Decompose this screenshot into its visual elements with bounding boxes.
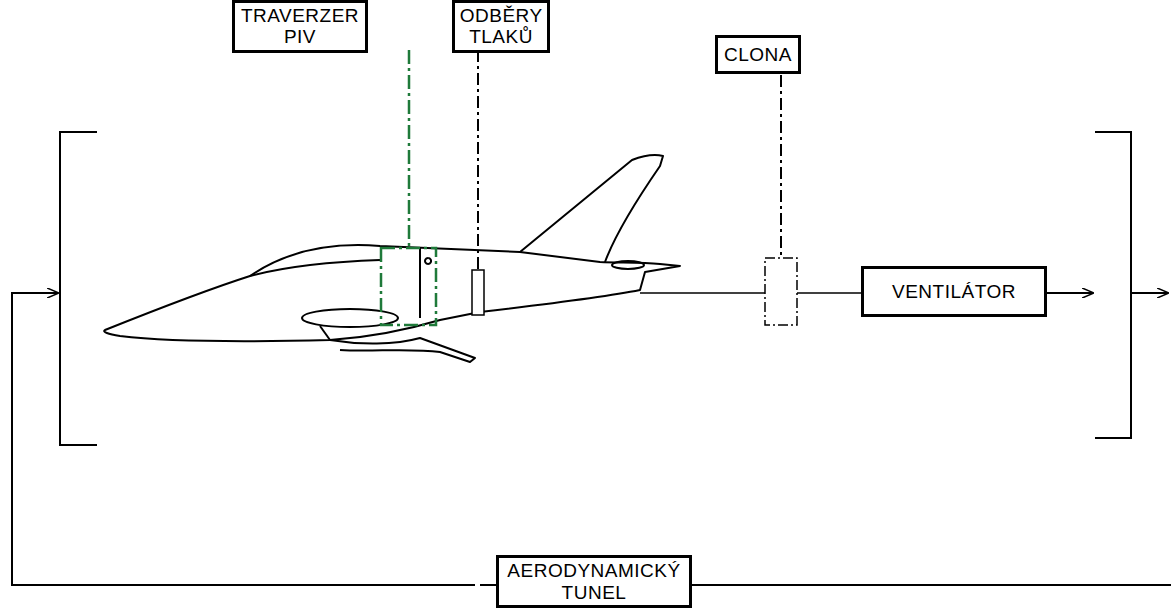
tunnel-bracket (60, 132, 97, 445)
box-label: ODBĚRY TLAKŮ (460, 5, 543, 48)
pressure-tap-symbol (472, 270, 484, 315)
fan-arrow (1045, 292, 1093, 294)
return-line (12, 293, 1171, 585)
piv-window (381, 248, 436, 325)
labelled-box: VENTILÁTOR (861, 266, 1047, 317)
duct-line (640, 292, 866, 294)
tunnel-bracket (1095, 132, 1131, 438)
leader-line (780, 75, 782, 258)
outflow-arrow (1131, 292, 1168, 294)
box-label: TRAVERZER PIV (241, 5, 359, 48)
labelled-box: TRAVERZER PIV (232, 0, 368, 53)
orifice-symbol (765, 258, 797, 325)
box-label: AERODYNAMICKÝ TUNEL (507, 560, 680, 603)
labelled-box: ODBĚRY TLAKŮ (452, 0, 551, 53)
labelled-box: AERODYNAMICKÝ TUNEL (496, 555, 691, 608)
labelled-box: CLONA (715, 35, 801, 74)
box-label: VENTILÁTOR (892, 281, 1016, 302)
leader-line (477, 50, 479, 270)
box-label: CLONA (724, 44, 792, 65)
aircraft-outline (104, 155, 680, 362)
leader-line (408, 50, 411, 248)
